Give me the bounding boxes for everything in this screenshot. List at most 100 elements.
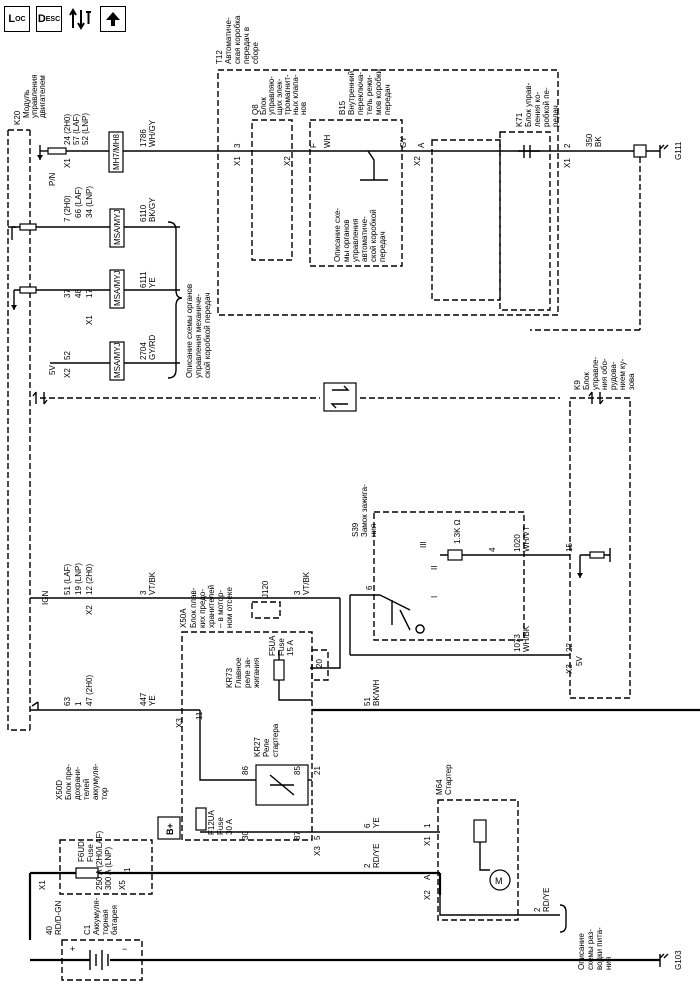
x1-to-t12: X1	[233, 156, 242, 166]
kr27-name-2: стартера	[271, 723, 280, 757]
b15-name-5: передач	[383, 84, 392, 115]
w2a-label: 2	[363, 863, 372, 868]
pin19: 19 (LNP)	[74, 563, 83, 595]
x1-6111: X1	[85, 315, 94, 325]
desc-manual-2: управления механиче-	[194, 294, 203, 378]
fuse-f5ua	[273, 659, 285, 681]
pin-gy: GY	[399, 136, 408, 148]
pin1-x5: 1	[123, 867, 132, 872]
x50d-name-1: Блок пре-	[64, 764, 73, 800]
pin48: 48	[74, 289, 83, 298]
fuse-f12ua	[195, 807, 207, 831]
location-button-sub: OC	[15, 15, 26, 23]
pin12: 12 (2H0)	[85, 564, 94, 595]
x50a-name-4: – в мотор-	[216, 590, 225, 628]
battery-minus: −	[122, 944, 127, 954]
q8-name-2: управляю-	[267, 76, 276, 115]
b15-name-2: переключа-	[356, 72, 365, 115]
pos-ii: II	[430, 566, 439, 570]
pin20: 20	[315, 659, 324, 668]
up-arrow-icon[interactable]	[100, 6, 126, 32]
m64-id: M64	[435, 779, 444, 795]
x50a-id: X50A	[179, 608, 188, 628]
pin-a: A	[417, 142, 426, 148]
k9-name-4: рудова-	[609, 361, 618, 390]
b15-desc-6: передач	[378, 231, 387, 262]
x50a-fuse-block: X50A Блок плав- ких предо- хранителей – …	[175, 585, 329, 841]
k9-body-control-module: K9 Блок управле- ния обо- рудова- нием к…	[565, 357, 636, 699]
c1-battery: C1 Аккумуля- торная батарея 40 RD/D-GN +…	[30, 897, 683, 981]
x3-x50a: X3	[175, 718, 184, 728]
kr73-name-1: Главное	[234, 657, 243, 688]
power-desc-brace	[559, 904, 567, 933]
pin6: 6	[365, 585, 374, 590]
m64-name-1: Стартер	[444, 764, 453, 795]
x50a-name-3: хранителей	[207, 585, 216, 628]
k20-id: K20	[13, 110, 22, 125]
q8-name-6: нов	[299, 102, 308, 115]
k20-name-3: двигателем	[38, 75, 47, 118]
c1-name-3: батарея	[110, 905, 119, 935]
w6-label: 6	[363, 823, 372, 828]
k20-internal-resistor	[47, 147, 67, 155]
pin-f: F	[309, 143, 318, 148]
w1786-color: WH/GY	[148, 119, 157, 147]
pin5: 5	[313, 835, 322, 840]
pin86: 86	[241, 766, 250, 775]
kr27-name-1: Реле	[262, 738, 271, 757]
pos-i: I	[430, 596, 439, 598]
pin51: 51 (LAF)	[63, 564, 72, 595]
q8-name-1: Блок	[259, 97, 268, 115]
w2b-color: RD/YE	[542, 888, 551, 912]
k71-id: K71	[515, 112, 524, 127]
desc-power-3: водки пита-	[595, 927, 604, 970]
f6ud-3: 250 A (2H0/LAF)	[95, 831, 104, 890]
description-button-sub: ESC	[45, 15, 61, 23]
kr27-id: KR27	[253, 736, 262, 757]
connector-flow-icon[interactable]	[68, 6, 94, 32]
q8-name-5: ных клапа-	[291, 74, 300, 115]
w51-color: BK/WH	[372, 680, 381, 706]
splice-g111	[633, 144, 647, 158]
t12-inner-box	[431, 139, 501, 301]
x3-k9: X3	[565, 664, 574, 674]
s39-ignition-switch: S39 Замок зажига- ния 1.3K Ω III II I 4 …	[349, 484, 570, 656]
desc-manual-1: Описание схемы органов	[185, 284, 194, 378]
w2704-color: GY/RD	[148, 334, 157, 360]
q8-name-3: щих элек-	[275, 78, 284, 115]
pin66: 66 (LAF)	[74, 187, 83, 218]
m64-x1: X1	[423, 836, 432, 846]
s39-name-2: ния	[369, 524, 378, 537]
data-link-icon[interactable]	[323, 382, 357, 412]
pin21: 21	[313, 766, 322, 775]
k20-pins-2: 57 (LAF)	[72, 114, 81, 145]
pin15: 15	[565, 543, 574, 552]
f5ua-3: 15 A	[286, 639, 295, 656]
x2-q8: X2	[283, 156, 292, 166]
pn-label: P/N	[48, 172, 57, 186]
x2-2704: X2	[63, 368, 72, 378]
w447-color: YE	[148, 695, 157, 706]
pin34: 34 (LNP)	[85, 186, 94, 218]
f6ud-2: Fuse	[86, 844, 95, 862]
b15-desc-1: Описание схе-	[333, 208, 342, 262]
s39-id: S39	[351, 522, 360, 537]
x2-ign: X2	[85, 605, 94, 615]
mh7-option-box	[108, 131, 124, 173]
msa-label-2: MSA/MYJ	[113, 270, 122, 306]
starter-motor-icon	[489, 869, 511, 891]
k20-name-1: Модуль	[22, 90, 31, 118]
f12ua-3: 30 A	[225, 818, 234, 835]
b15-mode-switch	[309, 119, 403, 267]
w3b-label: 3	[293, 590, 302, 595]
x50d-battery-fuse-block: X50D Блок пре- дохрани- телей аккумуля- …	[28, 763, 613, 970]
c1-name-1: Аккумуля-	[92, 897, 101, 935]
pin52: 52	[63, 351, 72, 360]
w6110-color: BK/GY	[148, 197, 157, 222]
ignition-circuit: IGN 51 (LAF) 19 (LNP) 12 (2H0) X2 3 VT/B…	[30, 563, 341, 669]
k20-x1: X1	[63, 158, 72, 168]
c1-name-2: торная	[101, 909, 110, 935]
